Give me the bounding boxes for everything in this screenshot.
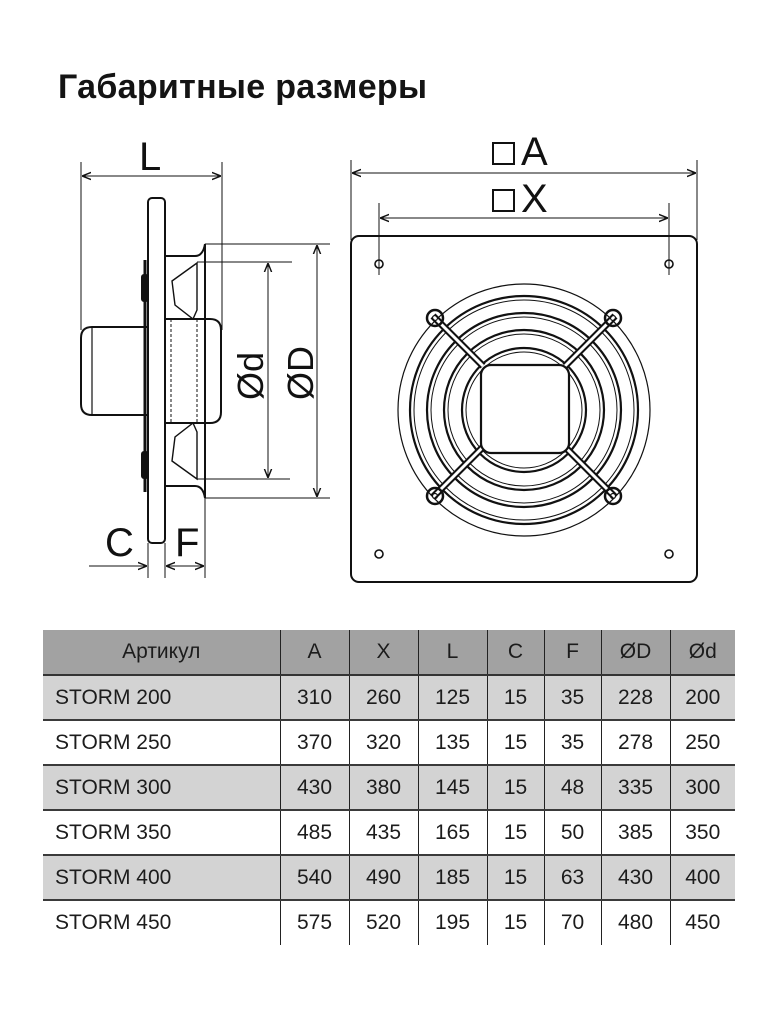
column-header: A bbox=[279, 630, 349, 676]
cell-c: 15 bbox=[486, 675, 544, 721]
column-header: L bbox=[417, 630, 487, 676]
cell-c: 15 bbox=[486, 900, 544, 945]
cell-outer-diameter: 278 bbox=[600, 720, 670, 766]
model-cell: STORM 450 bbox=[55, 911, 172, 934]
cell-outer-diameter: 335 bbox=[600, 765, 670, 811]
cell-a: 430 bbox=[279, 765, 349, 811]
square-icon bbox=[492, 142, 515, 165]
label-D: ØD bbox=[280, 346, 321, 400]
cell-f: 63 bbox=[543, 855, 601, 901]
column-header: Артикул bbox=[43, 630, 280, 676]
cell-l: 135 bbox=[417, 720, 487, 766]
model-cell: STORM 350 bbox=[43, 810, 280, 856]
cell-l: 145 bbox=[417, 765, 487, 811]
table-row: STORM 200 310 260 125 15 35 228 200 bbox=[43, 675, 735, 721]
column-header: X bbox=[348, 630, 418, 676]
cell-c: 15 bbox=[486, 720, 544, 766]
cell-a: 485 bbox=[279, 810, 349, 856]
dimension-drawing: L C F Ød ØD bbox=[80, 130, 698, 583]
cell-outer-diameter: 228 bbox=[600, 675, 670, 721]
page-title: Габаритные размеры bbox=[58, 68, 428, 106]
cell-outer-diameter: 430 bbox=[600, 855, 670, 901]
cell-x: 490 bbox=[348, 855, 418, 901]
cell-f: 35 bbox=[543, 720, 601, 766]
table-row: STORM 450 575 520 195 15 70 480 450 bbox=[43, 900, 735, 945]
cell-l: 165 bbox=[417, 810, 487, 856]
cell-c: 15 bbox=[486, 855, 544, 901]
model-cell: STORM 300 bbox=[43, 765, 280, 811]
cell-f: 50 bbox=[543, 810, 601, 856]
column-header: Ød bbox=[669, 630, 735, 676]
cell-inner-diameter: 400 bbox=[669, 855, 735, 901]
label-d: Ød bbox=[230, 352, 271, 400]
cell-x: 380 bbox=[348, 765, 418, 811]
column-header: F bbox=[543, 630, 601, 676]
cell-x: 260 bbox=[348, 675, 418, 721]
cell-outer-diameter: 480 bbox=[600, 900, 670, 945]
cell-f: 35 bbox=[543, 675, 601, 721]
label-X: X bbox=[521, 177, 548, 221]
table-row: STORM 400 540 490 185 15 63 430 400 bbox=[43, 855, 735, 901]
cell-inner-diameter: 450 bbox=[669, 900, 735, 945]
label-F: F bbox=[175, 521, 199, 565]
front-view bbox=[350, 160, 698, 583]
cell-l: 195 bbox=[417, 900, 487, 945]
model-cell: STORM 400 bbox=[43, 855, 280, 901]
cell-a: 540 bbox=[279, 855, 349, 901]
table-row: STORM 350 485 435 165 15 50 385 350 bbox=[43, 810, 735, 856]
cell-inner-diameter: 250 bbox=[669, 720, 735, 766]
cell-f: 70 bbox=[543, 900, 601, 945]
column-header: C bbox=[486, 630, 544, 676]
cell-a: 370 bbox=[279, 720, 349, 766]
cell-c: 15 bbox=[486, 810, 544, 856]
model-cell: STORM 250 bbox=[43, 720, 280, 766]
table-row: STORM 250 370 320 135 15 35 278 250 bbox=[43, 720, 735, 766]
cell-l: 185 bbox=[417, 855, 487, 901]
cell-x: 320 bbox=[348, 720, 418, 766]
cell-a: 575 bbox=[279, 900, 349, 945]
table-row: STORM 300 430 380 145 15 48 335 300 bbox=[43, 765, 735, 811]
cell-inner-diameter: 200 bbox=[669, 675, 735, 721]
dimensions-table: Артикул A X L C F ØD Ød STORM 200 310 26… bbox=[43, 630, 735, 945]
square-icon bbox=[492, 189, 515, 212]
cell-inner-diameter: 300 bbox=[669, 765, 735, 811]
cell-x: 520 bbox=[348, 900, 418, 945]
cell-c: 15 bbox=[486, 765, 544, 811]
label-A: A bbox=[521, 130, 548, 174]
cell-f: 48 bbox=[543, 765, 601, 811]
model-cell: STORM 200 bbox=[43, 675, 280, 721]
label-C: C bbox=[105, 521, 134, 565]
label-L: L bbox=[139, 135, 161, 179]
column-header: ØD bbox=[600, 630, 670, 676]
table-header-row: Артикул A X L C F ØD Ød bbox=[43, 630, 735, 676]
cell-x: 435 bbox=[348, 810, 418, 856]
cell-outer-diameter: 385 bbox=[600, 810, 670, 856]
cell-inner-diameter: 350 bbox=[669, 810, 735, 856]
side-view bbox=[80, 162, 330, 578]
cell-a: 310 bbox=[279, 675, 349, 721]
cell-l: 125 bbox=[417, 675, 487, 721]
